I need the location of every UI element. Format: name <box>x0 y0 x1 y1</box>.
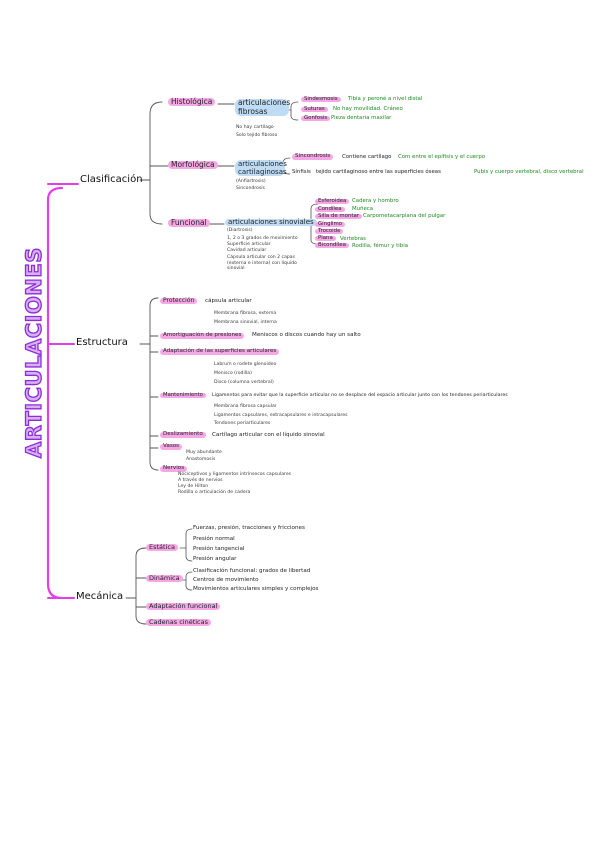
sincondrosis-desc: Contiene cartílago <box>342 154 392 160</box>
cadenas-cineticas-label: Cadenas cinéticas <box>146 619 211 626</box>
dinamica-item: Movimientos articulares simples y comple… <box>193 586 319 592</box>
morfologica-note: Sincondrosis <box>236 186 265 191</box>
morfologica-note: (Anfiartrosis) <box>236 179 266 184</box>
dinamica-bracket <box>185 571 193 591</box>
funcional-label: Funcional <box>168 219 210 227</box>
nervios-sub: Ley de Hilton <box>178 484 209 489</box>
funcional-note: Cápsula articular con 2 capas (externa e… <box>227 255 297 271</box>
nervios-sub: Rodilla o articulación de cadera <box>178 490 251 495</box>
cartilaginosas-label: articulaciones cartilaginosas <box>235 160 287 177</box>
dinamica-item: Centros de movimiento <box>193 577 259 583</box>
vasos-sub: Anastomosis <box>186 457 216 462</box>
proteccion-sub: Membrana sinovial, interna <box>214 320 277 325</box>
clasificacion-label: Clasificación <box>80 174 143 185</box>
main-title: ARTICULACIONES <box>21 247 46 459</box>
silla-label: Silla de montar <box>315 213 362 220</box>
adaptacion-sub: Labrum o rodete glenoideo <box>214 362 277 367</box>
mecanica-bracket <box>135 547 147 625</box>
funcional-note: Superficie articular <box>227 242 271 247</box>
estructura-label: Estructura <box>76 337 128 348</box>
bicondilea-desc: Rodilla, fémur y tibia <box>352 243 408 249</box>
esferoidea-label: Esferoidea <box>315 198 350 205</box>
esferoidea-desc: Cadera y hombro <box>352 198 399 204</box>
suturas-desc: No hay movilidad. Cráneo <box>333 106 403 112</box>
histologica-note: No hay cartílago <box>236 125 274 130</box>
sindesmosis-desc: Tibia y peroné a nivel distal <box>348 96 423 102</box>
sinfisis-label: Sínfisis <box>292 169 311 175</box>
estatica-bracket <box>185 528 193 562</box>
estatica-item: Fuerzas, presión, tracciones y friccione… <box>193 525 305 531</box>
condilea-desc: Muñeca <box>352 206 374 212</box>
sindesmosis-label: Sindesmosis <box>301 96 341 103</box>
mantenimiento-sub: Tendones periarticulares <box>214 421 271 426</box>
silla-desc: Carpometacarpiana del pulgar <box>363 213 446 219</box>
morfologica-label: Morfológica <box>168 161 218 169</box>
funcional-note: 1, 2 o 3 grados de movimiento <box>227 236 298 241</box>
adaptacion-sub: Menisco (rodilla) <box>214 371 252 376</box>
mantenimiento-label: Mantenimiento <box>160 392 206 399</box>
mantenimiento-desc: Ligamentos para evitar que la superficie… <box>212 393 508 398</box>
mecanica-label: Mecánica <box>76 591 124 602</box>
nervios-label: Nervios <box>160 465 188 472</box>
adaptacion-sub: Disco (columna vertebral) <box>214 380 274 385</box>
gonfosis-desc: Pieza dentaria maxilar <box>331 115 392 121</box>
funcional-note: (Diartrosis) <box>227 228 253 233</box>
adaptacion-label: Adaptación de las superficies articulare… <box>160 348 280 355</box>
plana-label: Plana <box>315 235 336 242</box>
estatica-item: Presión tangencial <box>193 546 245 552</box>
adaptacion-funcional-label: Adaptación funcional <box>146 603 221 610</box>
estatica-item: Presión normal <box>193 536 235 542</box>
fibrosas-label: articulaciones fibrosas <box>235 98 290 117</box>
nervios-sub: Nociceptivos y ligamentos intrínsecos ca… <box>178 472 292 477</box>
sinoviales-label: articulaciones sinoviales <box>225 219 317 226</box>
bicondilea-label: Bicondílea <box>315 242 349 249</box>
suturas-label: Suturas <box>301 106 328 113</box>
deslizamiento-label: Deslizamiento <box>160 431 206 438</box>
dinamica-label: Dinámica <box>146 575 183 582</box>
proteccion-desc: cápsula articular <box>205 298 252 304</box>
mantenimiento-sub: Membrana fibrosa capsular <box>214 404 277 409</box>
clasificacion-bracket <box>149 101 163 225</box>
main-branch-line <box>46 186 64 600</box>
histologica-bracket <box>290 101 299 121</box>
estatica-label: Estática <box>146 544 178 551</box>
sincondrosis-label: Sincondrosis <box>292 153 334 160</box>
estatica-item: Presión angular <box>193 556 237 562</box>
plana-desc: Vértebras <box>340 236 366 242</box>
estructura-bracket <box>149 297 159 471</box>
sincondrosis-extra: Com entre el epífisis y el cuerpo <box>398 154 486 160</box>
vasos-label: Vasos <box>160 443 183 450</box>
vasos-sub: Muy abundante <box>186 450 222 455</box>
amortiguacion-desc: Meniscos o discos cuando hay un salto <box>252 332 361 338</box>
proteccion-label: Protección <box>160 298 198 304</box>
amortiguacion-label: Amortiguación de presiones <box>160 332 245 339</box>
deslizamiento-desc: Cartílago articular con el líquido sinov… <box>212 432 325 438</box>
trocoide-label: Trocoide <box>315 228 344 235</box>
dinamica-item: Clasificación funcional: grados de liber… <box>193 568 311 574</box>
funcional-note: Cavidad articular <box>227 248 267 253</box>
sinfisis-desc: tejido cartilaginoso entre las superfici… <box>316 169 441 175</box>
proteccion-sub: Membrana fibrosa, externa <box>214 311 277 316</box>
sinfisis-extra: Pubis y cuerpo vertebral, disco vertebra… <box>474 169 584 175</box>
ginglimo-label: Gínglimo <box>315 221 346 228</box>
nervios-sub: A través de nervios <box>178 478 223 483</box>
gonfosis-label: Gonfosis <box>301 115 331 122</box>
condilea-label: Condílea <box>315 206 345 213</box>
mantenimiento-sub: Ligamentos capsulares, extracapsulares e… <box>214 413 348 418</box>
histologica-label: Histológica <box>168 98 216 106</box>
histologica-note: Solo tejido fibroso <box>236 133 278 138</box>
